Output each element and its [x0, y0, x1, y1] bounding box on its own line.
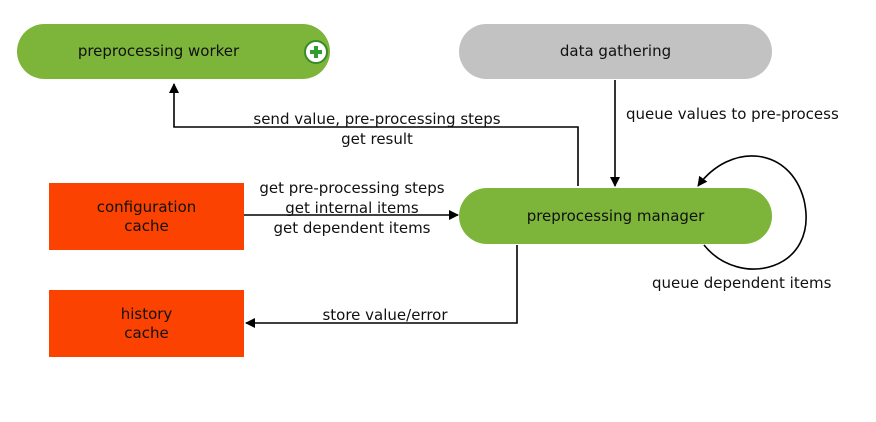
label-manager-self: queue dependent items — [652, 274, 832, 292]
node-preprocessing-manager: preprocessing manager — [459, 188, 772, 244]
label-gathering-to-manager: queue values to pre-process — [626, 105, 839, 123]
edge-manager-to-history — [245, 245, 518, 328]
label-manager-to-history: store value/error — [322, 306, 448, 324]
edge-manager-to-worker — [169, 83, 579, 186]
node-configuration-cache: configuration cache — [49, 183, 244, 250]
plus-icon — [304, 40, 328, 64]
edge-manager-self-loop — [697, 155, 807, 270]
node-data-gathering-label: data gathering — [559, 42, 672, 60]
node-configuration-cache-label: configuration cache — [96, 197, 197, 235]
node-preprocessing-manager-label: preprocessing manager — [526, 206, 705, 225]
label-config-to-manager: get pre-processing steps get internal it… — [259, 179, 445, 237]
node-preprocessing-worker: preprocessing worker — [17, 24, 330, 79]
node-preprocessing-worker-label: preprocessing worker — [77, 42, 240, 60]
label-manager-to-worker: send value, pre-processing steps get res… — [253, 110, 501, 148]
node-history-cache: history cache — [49, 290, 244, 357]
node-data-gathering: data gathering — [459, 24, 772, 79]
node-history-cache-label: history cache — [120, 304, 173, 342]
